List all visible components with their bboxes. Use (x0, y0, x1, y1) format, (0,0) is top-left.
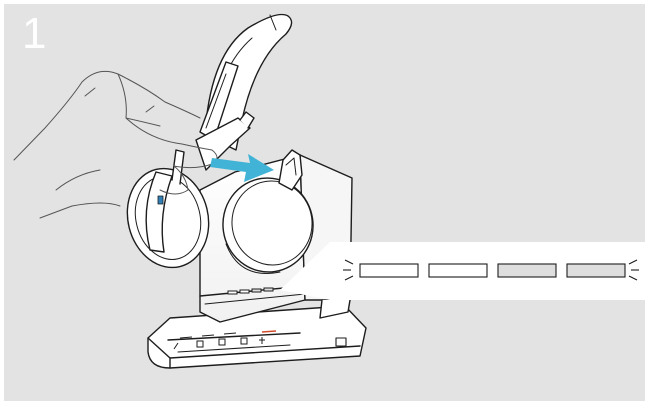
led-segment (567, 264, 625, 277)
led-segment (498, 264, 556, 277)
led-segment (360, 264, 418, 277)
led-callout (280, 242, 645, 300)
led-segment (429, 264, 487, 277)
